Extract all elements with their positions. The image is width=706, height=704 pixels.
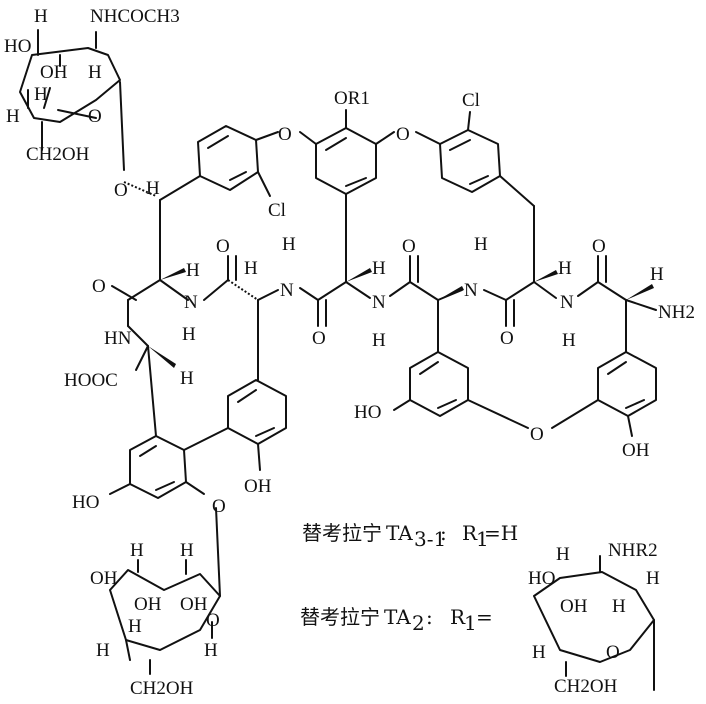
glucose-h-label: H	[128, 616, 142, 637]
legend-2-name: 替考拉宁	[300, 605, 380, 629]
legend-sugar-h-label: H	[532, 642, 546, 663]
carbonyl-oxygen-label: O	[592, 236, 606, 257]
legend-sugar-ch2oh-label: CH2OH	[554, 676, 618, 697]
glucose-ch2oh-label: CH2OH	[130, 678, 194, 699]
bridge-oxygen-label: O	[530, 424, 544, 445]
legend-1-code-subscript: 3-1	[414, 527, 446, 551]
legend-line-2: 替考拉宁 TA 2 : R 1 =	[300, 605, 493, 635]
alpha-h-label: H	[372, 258, 386, 279]
legend-line-1: 替考拉宁 TA 3-1 : R 1 =H	[302, 521, 518, 551]
acetylglucosamine-unit	[19, 29, 125, 171]
legend-sugar-ho-label: HO	[528, 568, 555, 589]
legend-1-code: TA	[386, 521, 413, 545]
glucose-h-label: H	[96, 640, 110, 661]
legend-1-r-subscript: 1	[476, 527, 489, 551]
glycosidic-oxygen-top: O	[114, 180, 128, 201]
carbonyl-oxygen-label: O	[312, 328, 326, 349]
stereo-wedge	[346, 268, 372, 282]
legend-sugar-unit	[533, 555, 655, 691]
hydroxyl-label: HO	[72, 492, 99, 513]
stereo-wedge	[534, 270, 558, 282]
legend-sugar-h-label: H	[646, 568, 660, 589]
glucose-ring-oxygen: O	[206, 610, 220, 631]
amide-n-label: HN	[104, 328, 132, 349]
glucose-oh-label: OH	[90, 568, 118, 589]
legend-1-colon: :	[440, 521, 447, 545]
sugar-top-ho-label: HO	[4, 36, 31, 57]
legend-sugar-oh-label: OH	[560, 596, 588, 617]
amide-h-label: H	[474, 234, 488, 255]
carbonyl-oxygen-label: O	[92, 276, 106, 297]
ether-oxygen-label: O	[278, 124, 292, 145]
hydroxyl-label: HO	[354, 402, 381, 423]
glucose-h-label: H	[130, 540, 144, 561]
carbonyl-oxygen-label: O	[402, 236, 416, 257]
legend-2-code-subscript: 2	[412, 611, 425, 635]
amide-h-label: H	[282, 234, 296, 255]
carbonyl-oxygen-label: O	[216, 236, 230, 257]
amide-h-label: H	[182, 324, 196, 345]
amide-h-label: H	[562, 330, 576, 351]
acetylamino-label: NHCOCH3	[90, 6, 180, 27]
legend-1-name: 替考拉宁	[302, 521, 382, 545]
glucose-oh-label: OH	[134, 594, 162, 615]
legend-2-code: TA	[384, 605, 411, 629]
alpha-h-label: H	[558, 258, 572, 279]
glycosidic-oxygen-bottom: O	[212, 496, 226, 517]
hydroxyl-label: OH	[622, 440, 650, 461]
glucose-h-label: H	[204, 640, 218, 661]
legend-2-value: =	[476, 605, 493, 629]
hydroxyl-label: OH	[244, 476, 272, 497]
legend-sugar-h-label: H	[556, 544, 570, 565]
amide-n-label: N	[464, 280, 478, 301]
amide-h-label: H	[372, 330, 386, 351]
alpha-h-label: H	[186, 260, 200, 281]
amide-n-label: N	[280, 280, 294, 301]
legend-2-r: R	[450, 605, 466, 629]
alpha-h-label: H	[650, 264, 664, 285]
amide-n-label: N	[184, 292, 198, 313]
legend-2-colon: :	[426, 605, 433, 629]
sugar-top-h-label: H	[88, 62, 102, 83]
peptide-backbone	[111, 175, 657, 437]
stereo-wedge	[148, 346, 176, 368]
legend-sugar-h-label: H	[612, 596, 626, 617]
chlorine-left-label: Cl	[268, 200, 286, 221]
glucose-h-label: H	[180, 540, 194, 561]
glucose-unit	[109, 507, 221, 675]
amino-label: NH2	[658, 302, 695, 323]
stereo-hash-bond	[123, 181, 157, 197]
chlorine-top-label: Cl	[462, 90, 480, 111]
carboxyl-label: HOOC	[64, 370, 118, 391]
legend-sugar-ring-oxygen: O	[606, 642, 620, 663]
stereo-wedge	[626, 284, 654, 300]
alpha-h-label: H	[146, 178, 160, 199]
alpha-h-label: H	[244, 258, 258, 279]
stereo-wedge	[438, 286, 464, 300]
amide-n-label: N	[372, 292, 386, 313]
sugar-top-oh-label: OH	[40, 62, 68, 83]
amide-n-label: N	[560, 292, 574, 313]
sugar-top-h-label: H	[6, 106, 20, 127]
sugar-top-h-label: H	[34, 6, 48, 27]
sugar-top-ch2oh-label: CH2OH	[26, 144, 90, 165]
legend-1-value: =H	[484, 521, 518, 545]
stereo-wedge	[160, 268, 186, 280]
sugar-top-ring-oxygen: O	[88, 106, 102, 127]
carbonyl-oxygen-label: O	[500, 328, 514, 349]
sugar-top-h-label: H	[34, 84, 48, 105]
alpha-h-label: H	[180, 368, 194, 389]
legend-sugar-substituent: NHR2	[608, 540, 658, 561]
glucose-oh-label: OH	[180, 594, 208, 615]
legend-1-r: R	[462, 521, 478, 545]
legend-2-r-subscript: 1	[464, 611, 477, 635]
ether-oxygen-label: O	[396, 124, 410, 145]
or1-label: OR1	[334, 88, 370, 109]
